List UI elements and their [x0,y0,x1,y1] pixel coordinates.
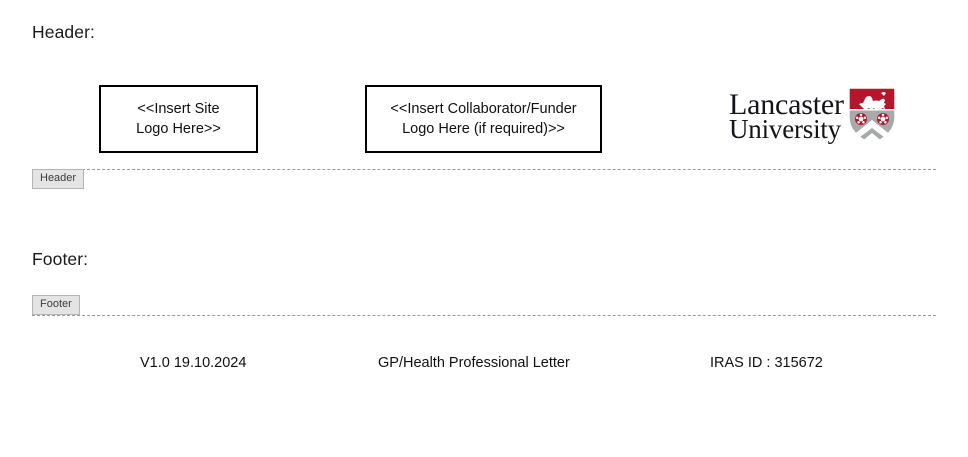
lancaster-shield-crest-icon [848,87,896,145]
footer-content-row: V1.0 19.10.2024 GP/Health Professional L… [32,352,936,374]
site-logo-placeholder-line1: <<Insert Site [137,101,220,117]
site-logo-placeholder-text: <<Insert Site Logo Here>> [130,99,227,139]
site-logo-placeholder-line2: Logo Here>> [136,121,221,137]
collaborator-logo-placeholder-line2: Logo Here (if required)>> [402,121,565,137]
collaborator-logo-placeholder-box[interactable]: <<Insert Collaborator/Funder Logo Here (… [365,85,602,153]
footer-iras-id-text: IRAS ID : 315672 [710,355,823,371]
header-boundary-tab[interactable]: Header [32,169,85,189]
collaborator-logo-placeholder-text: <<Insert Collaborator/Funder Logo Here (… [384,99,582,139]
header-boundary-dashed-line [32,169,936,170]
header-section-label: Header: [32,22,95,42]
footer-boundary-marker: Footer [32,295,936,316]
lancaster-university-logo[interactable]: Lancaster University [729,86,896,148]
footer-boundary-dashed-line [32,315,936,316]
lancaster-wordmark-line2: University [729,113,841,144]
footer-section-label: Footer: [32,249,89,269]
lancaster-wordmark-line1: Lancaster [729,88,844,121]
footer-version-text: V1.0 19.10.2024 [140,355,247,371]
footer-boundary-tab[interactable]: Footer [32,295,80,315]
header-boundary-marker: Header [32,169,936,189]
collaborator-logo-placeholder-line1: <<Insert Collaborator/Funder [390,101,577,117]
site-logo-placeholder-box[interactable]: <<Insert Site Logo Here>> [99,85,258,153]
footer-document-title-text: GP/Health Professional Letter [378,355,570,371]
lancaster-university-wordmark: Lancaster University [729,86,844,144]
